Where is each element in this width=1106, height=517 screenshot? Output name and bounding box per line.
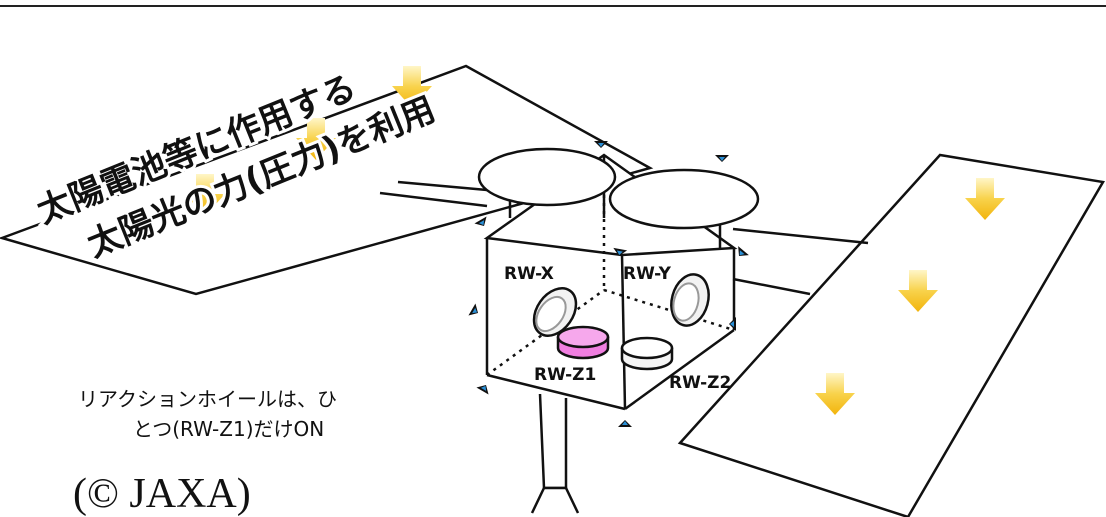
label-rw-z1: RW-Z1 <box>534 365 596 385</box>
antenna-dishes <box>477 147 760 248</box>
note-line-1: リアクションホイールは、ひ <box>78 387 337 411</box>
reaction-wheel-z2 <box>620 336 674 371</box>
label-rw-z2: RW-Z2 <box>669 373 731 393</box>
label-rw-y: RW-Y <box>623 264 672 284</box>
right-boom <box>732 227 869 296</box>
label-rw-x: RW-X <box>504 264 554 284</box>
right-solar-panel <box>677 153 1105 517</box>
reaction-wheel-y <box>670 273 710 327</box>
antenna-dish-right <box>608 168 760 230</box>
antenna-dish-left <box>477 147 617 207</box>
left-boom <box>379 180 488 208</box>
note-line-2: とつ(RW-Z1)だけON <box>133 417 324 441</box>
reaction-wheel-z1 <box>556 325 610 360</box>
reaction-wheel-x <box>532 287 578 337</box>
copyright: (© JAXA) <box>73 471 251 517</box>
sampler-horn <box>530 393 580 514</box>
